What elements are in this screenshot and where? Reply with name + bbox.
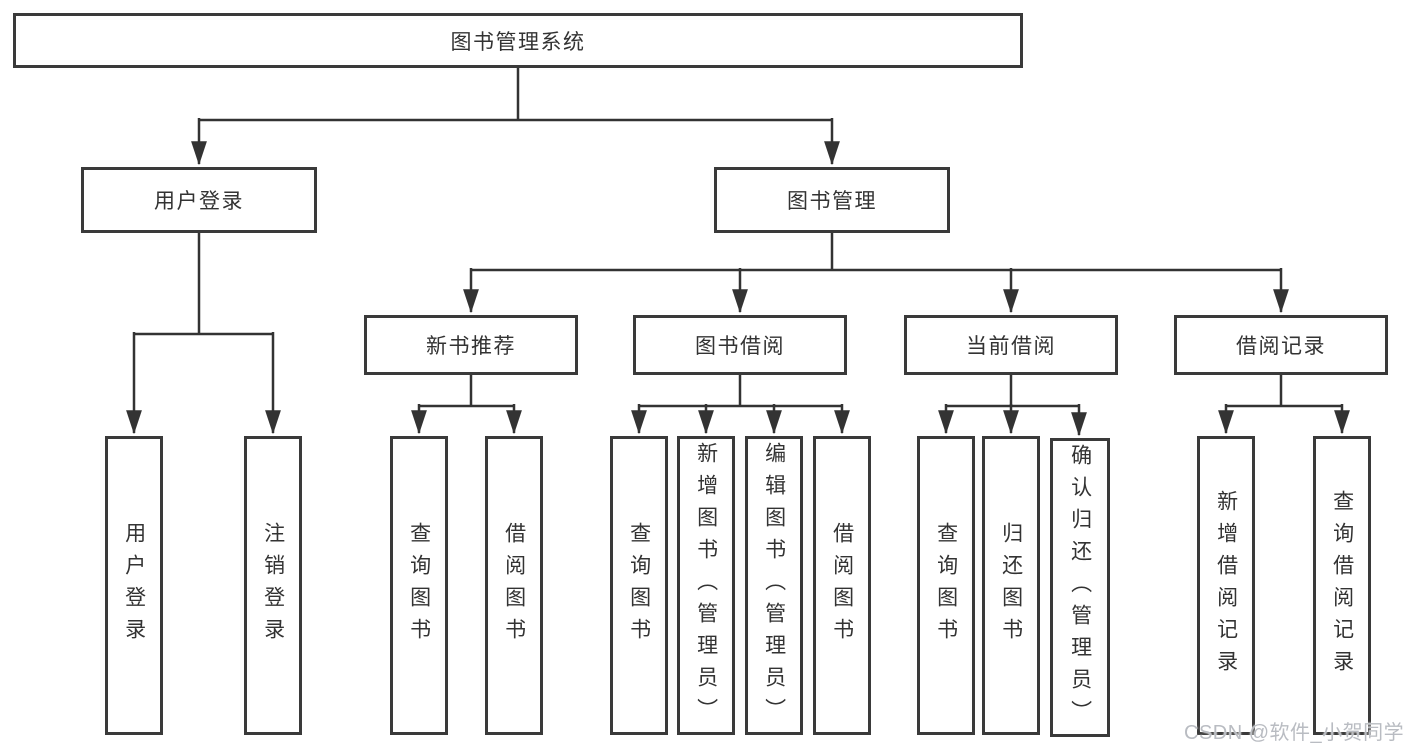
leaf-borrow-books-borrowing: 借阅图书 <box>813 436 871 735</box>
node-current-borrowing-label: 当前借阅 <box>966 335 1056 358</box>
node-user-login-label: 用户登录 <box>154 190 244 213</box>
node-new-book-recommendation-label: 新书推荐 <box>426 335 516 358</box>
node-book-management: 图书管理 <box>714 167 950 233</box>
leaf-query-books-current-label: 查询图书 <box>934 521 958 650</box>
leaf-logout-login-label: 注销登录 <box>261 521 285 650</box>
leaf-return-books-label: 归还图书 <box>999 521 1023 650</box>
node-borrowing-records-label: 借阅记录 <box>1236 335 1326 358</box>
node-current-borrowing: 当前借阅 <box>904 315 1118 375</box>
leaf-borrow-books-borrowing-label: 借阅图书 <box>830 521 854 650</box>
leaf-query-borrowing-record: 查询借阅记录 <box>1313 436 1371 735</box>
leaf-edit-books-admin-label: 编辑图书（管理员） <box>762 441 786 730</box>
leaf-edit-books-admin: 编辑图书（管理员） <box>745 436 803 735</box>
node-user-login: 用户登录 <box>81 167 317 233</box>
node-borrowing-records: 借阅记录 <box>1174 315 1388 375</box>
leaf-user-login: 用户登录 <box>105 436 163 735</box>
leaf-add-books-admin-label: 新增图书（管理员） <box>694 441 718 730</box>
leaf-user-login-label: 用户登录 <box>122 521 146 650</box>
node-book-management-label: 图书管理 <box>787 190 877 213</box>
leaf-query-books-current: 查询图书 <box>917 436 975 735</box>
leaf-confirm-return-admin: 确认归还（管理员） <box>1050 438 1110 737</box>
leaf-add-borrowing-record-label: 新增借阅记录 <box>1214 489 1238 682</box>
leaf-add-books-admin: 新增图书（管理员） <box>677 436 735 735</box>
leaf-query-books-recommendation-label: 查询图书 <box>407 521 431 650</box>
leaf-borrow-books-recommendation-label: 借阅图书 <box>502 521 526 650</box>
leaf-borrow-books-recommendation: 借阅图书 <box>485 436 543 735</box>
csdn-watermark: CSDN @软件_小贺同学 <box>1184 722 1405 744</box>
leaf-query-books-recommendation: 查询图书 <box>390 436 448 735</box>
leaf-add-borrowing-record: 新增借阅记录 <box>1197 436 1255 735</box>
node-library-system-label: 图书管理系统 <box>450 30 586 54</box>
leaf-logout-login: 注销登录 <box>244 436 302 735</box>
leaf-confirm-return-admin-label: 确认归还（管理员） <box>1068 443 1092 732</box>
leaf-query-books-borrowing: 查询图书 <box>610 436 668 735</box>
leaf-query-borrowing-record-label: 查询借阅记录 <box>1330 489 1354 682</box>
node-book-borrowing-label: 图书借阅 <box>695 335 785 358</box>
leaf-query-books-borrowing-label: 查询图书 <box>627 521 651 650</box>
node-new-book-recommendation: 新书推荐 <box>364 315 578 375</box>
leaf-return-books: 归还图书 <box>982 436 1040 735</box>
tree-edges <box>126 67 1350 437</box>
node-book-borrowing: 图书借阅 <box>633 315 847 375</box>
node-library-system: 图书管理系统 <box>13 13 1023 68</box>
